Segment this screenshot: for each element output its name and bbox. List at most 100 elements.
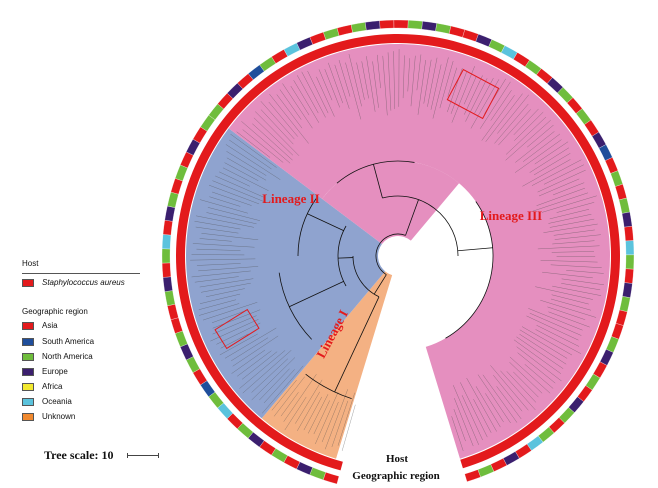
leaf-line xyxy=(280,392,299,417)
geo-ring-segment xyxy=(309,31,327,45)
lineage-iii-sector-inner xyxy=(322,161,460,244)
leaf-line xyxy=(513,339,561,374)
geo-ring-segment xyxy=(161,248,171,264)
leaf-line xyxy=(460,382,488,438)
leaf-line xyxy=(273,376,305,417)
leaf-line xyxy=(538,178,580,197)
leaf-line xyxy=(500,370,536,411)
leaf-line xyxy=(377,54,381,89)
leaf-line xyxy=(550,298,592,311)
leaf-line xyxy=(196,248,241,251)
leaf-line xyxy=(253,117,294,156)
leaf-line xyxy=(260,109,294,145)
geo-ring-segment xyxy=(464,469,481,482)
leaf-line xyxy=(191,270,251,278)
leaf-line xyxy=(237,350,272,377)
leaf-line xyxy=(529,147,570,173)
leaf-line xyxy=(552,182,585,196)
leaf-line xyxy=(251,358,289,393)
leaf-line xyxy=(482,374,518,423)
leaf-line xyxy=(315,391,339,445)
leaf-line xyxy=(269,93,309,144)
leaf-line xyxy=(239,350,286,389)
leaf-line xyxy=(207,207,261,221)
leaf-line xyxy=(279,89,302,120)
leaf-line xyxy=(297,75,319,114)
geo-ring-segment xyxy=(170,317,183,334)
leaf-line xyxy=(224,162,259,181)
leaf-line xyxy=(255,111,300,156)
leaf-line xyxy=(282,83,313,129)
leaf-line xyxy=(465,78,488,122)
branch-lineage-i xyxy=(359,296,380,338)
leaf-line xyxy=(199,199,248,214)
leaf-line xyxy=(517,352,556,384)
geo-ring-segment xyxy=(167,303,179,320)
geo-ring-segment xyxy=(625,240,635,256)
leaf-line xyxy=(229,139,272,170)
geo-ring-segment xyxy=(174,330,188,348)
leaf-line xyxy=(490,90,512,121)
geo-ring-segment xyxy=(180,343,194,361)
geo-ring-segment xyxy=(615,309,628,326)
geo-ring-segment xyxy=(611,323,624,340)
leaf-line xyxy=(541,195,597,213)
geo-ring-segment xyxy=(625,254,635,270)
geo-ring-segment xyxy=(435,23,452,34)
leaf-line xyxy=(206,212,257,225)
branch-ii-b xyxy=(307,213,344,232)
geo-ring-segment xyxy=(421,21,437,32)
leaf-line xyxy=(216,322,261,345)
leaf-line xyxy=(427,57,438,107)
geo-ring-segment xyxy=(462,29,479,42)
leaf-line xyxy=(498,109,531,146)
leaf-line xyxy=(466,377,497,432)
leaf-line xyxy=(529,313,582,336)
leaf-line xyxy=(480,81,511,129)
leaf-line xyxy=(212,191,252,206)
leaf-line xyxy=(328,62,343,104)
leaf-line xyxy=(513,371,539,398)
leaf-line xyxy=(226,157,267,181)
leaf-line xyxy=(454,398,474,447)
leaf-line xyxy=(537,169,586,193)
leaf-line xyxy=(566,270,604,274)
leaf-line xyxy=(198,266,259,272)
leaf-line xyxy=(301,71,326,118)
leaf-line xyxy=(212,309,261,329)
leaf-line xyxy=(208,184,260,205)
leaf-line xyxy=(549,209,590,220)
leaf-line xyxy=(356,62,365,100)
leaf-line xyxy=(303,396,322,431)
lineage-ii-label: Lineage II xyxy=(262,191,319,206)
leaf-line xyxy=(549,218,595,228)
leaf-line xyxy=(447,67,457,97)
leaf-line xyxy=(242,129,284,163)
leaf-line xyxy=(324,389,348,450)
leaf-line xyxy=(451,66,475,123)
leaf-line xyxy=(387,52,392,111)
leaf-line xyxy=(201,233,259,240)
leaf-line xyxy=(548,214,592,224)
arc-lineage-i-ii xyxy=(352,255,380,298)
leaf-line xyxy=(417,59,426,115)
branch-lineage-iii xyxy=(405,199,419,236)
leaf-line xyxy=(199,278,254,288)
leaf-line xyxy=(534,141,569,165)
branch-lineage-i-ii xyxy=(373,274,387,295)
leaf-line xyxy=(318,69,333,101)
leaf-line xyxy=(509,362,543,394)
leaf-line xyxy=(205,288,245,297)
geo-ring-segment xyxy=(619,296,631,312)
leaf-line xyxy=(553,229,595,236)
leaf-line xyxy=(260,101,295,140)
leaf-line xyxy=(535,329,581,354)
leaf-line xyxy=(527,124,554,148)
geo-ring-segment xyxy=(164,290,176,307)
leaf-line xyxy=(540,300,597,318)
leaf-line xyxy=(550,264,602,268)
geo-ring-segment xyxy=(161,234,172,250)
geo-ring-segment xyxy=(162,276,173,292)
leaf-line xyxy=(372,61,379,108)
